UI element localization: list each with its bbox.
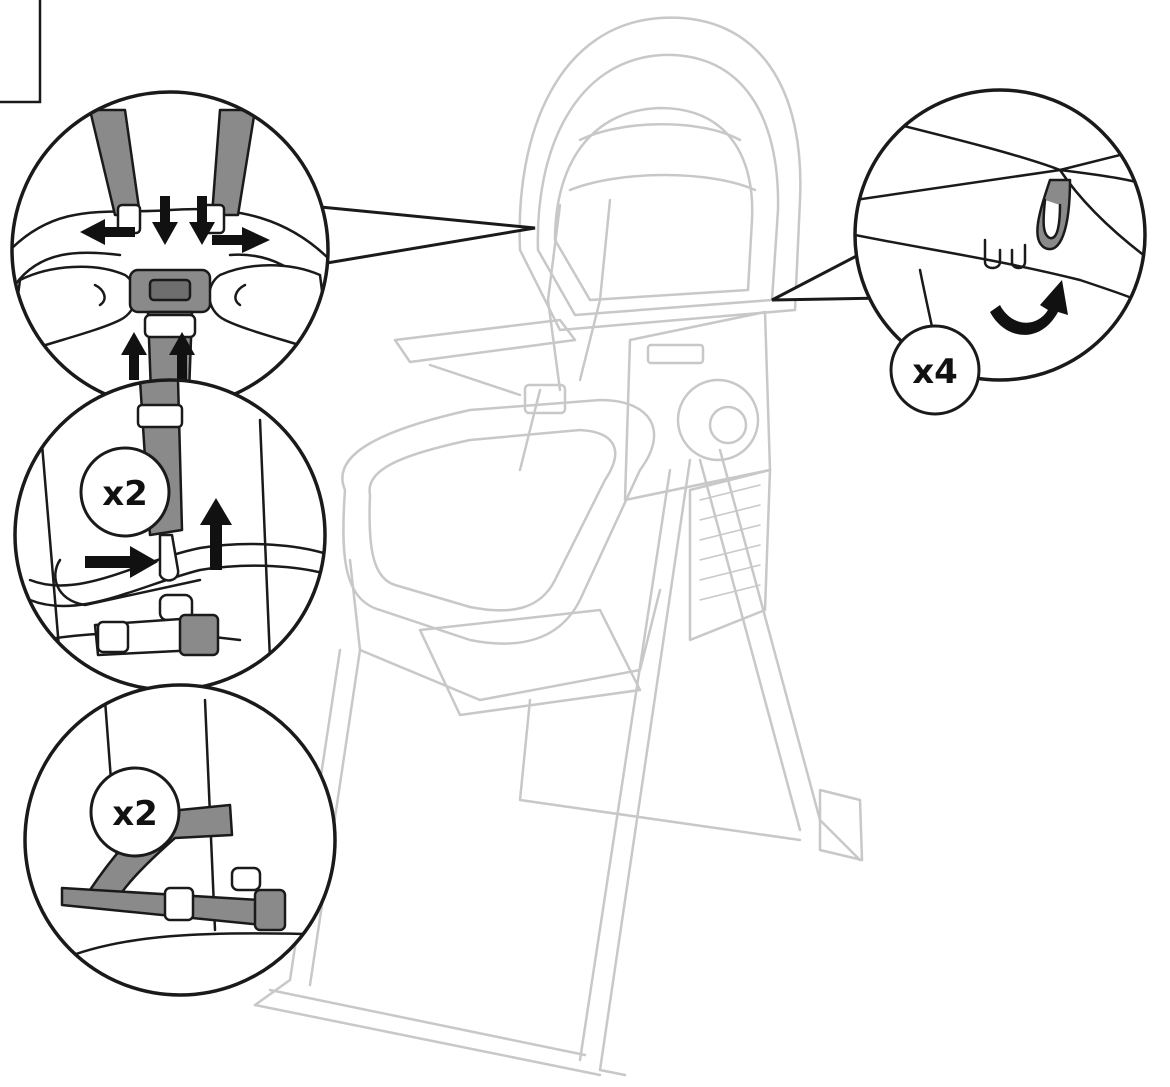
clip-hook xyxy=(158,533,180,582)
recline-knob-inner xyxy=(708,405,748,445)
detail-harness-buckle xyxy=(10,90,330,410)
backrest-quilt-2 xyxy=(568,173,757,192)
seat-cushion-inner xyxy=(368,428,617,612)
buckle-end xyxy=(253,888,287,932)
backrest-cushion xyxy=(536,53,780,317)
buckle-ghost xyxy=(523,383,567,415)
arrow-icon xyxy=(189,196,215,245)
lower-strap xyxy=(54,558,202,607)
backrest-inner xyxy=(553,106,754,302)
detail-waist-strap: x2 xyxy=(23,683,337,997)
front-leg-left xyxy=(253,648,342,1007)
rotate-arrow-icon xyxy=(990,280,1068,335)
highchair-outline xyxy=(253,16,864,1077)
base-bar-front-inner xyxy=(268,988,587,1057)
front-leg-right xyxy=(598,458,692,1077)
count-badge xyxy=(89,766,181,858)
seat-edge xyxy=(258,418,272,662)
arrow-icon xyxy=(212,227,270,253)
arrow-group-clip xyxy=(85,498,232,578)
base-bar-front xyxy=(253,1003,602,1077)
rear-leg-right-inner xyxy=(698,458,802,832)
seat-base xyxy=(348,558,662,702)
backrest-shell xyxy=(518,16,802,332)
strap-loop xyxy=(230,866,262,892)
shoulder-strap-right xyxy=(578,198,612,382)
frame-corner xyxy=(0,0,42,104)
foot-cap-right xyxy=(818,788,864,862)
arrow-group-harness xyxy=(80,196,270,380)
recline-knob-outer xyxy=(676,378,760,462)
backrest-quilt-1 xyxy=(578,123,742,142)
footrest xyxy=(418,608,642,717)
callout-pointer-harness xyxy=(299,203,536,267)
seat-cushion xyxy=(341,398,656,645)
storage-basket xyxy=(688,468,772,642)
arrow-icon xyxy=(121,332,147,380)
control-panel xyxy=(646,343,705,365)
arrow-icon xyxy=(169,332,195,380)
side-panel xyxy=(623,310,772,502)
count-badge xyxy=(889,324,981,416)
seat-edge xyxy=(38,418,62,662)
count-badge xyxy=(79,446,171,538)
frame-hook xyxy=(983,238,1027,270)
front-leg-right-inner xyxy=(578,468,672,1062)
shoulder-strap-left xyxy=(546,203,562,392)
buckle-end xyxy=(178,613,220,657)
crotch-strap-slider xyxy=(143,313,197,339)
arrow-icon xyxy=(152,196,178,245)
waist-strap-left xyxy=(428,363,522,397)
armrest-left xyxy=(393,318,577,364)
arrow-icon xyxy=(85,546,158,578)
strap-adjuster xyxy=(96,620,130,654)
detail-seat-loop: x4 xyxy=(853,88,1147,416)
count-badge-label: x2 xyxy=(112,794,158,834)
rear-leg-right xyxy=(718,448,862,862)
strap-slider xyxy=(136,403,184,429)
crotch-strap xyxy=(518,388,542,472)
arrow-icon xyxy=(200,498,232,570)
base-bar-rear xyxy=(518,698,802,842)
strap-adjuster xyxy=(163,886,195,922)
frame-tube xyxy=(28,542,325,587)
arrow-icon xyxy=(80,219,135,245)
count-badge-label: x2 xyxy=(102,474,148,514)
detail-strap-clip: x2 xyxy=(13,378,327,692)
count-badge-label: x4 xyxy=(912,352,958,392)
